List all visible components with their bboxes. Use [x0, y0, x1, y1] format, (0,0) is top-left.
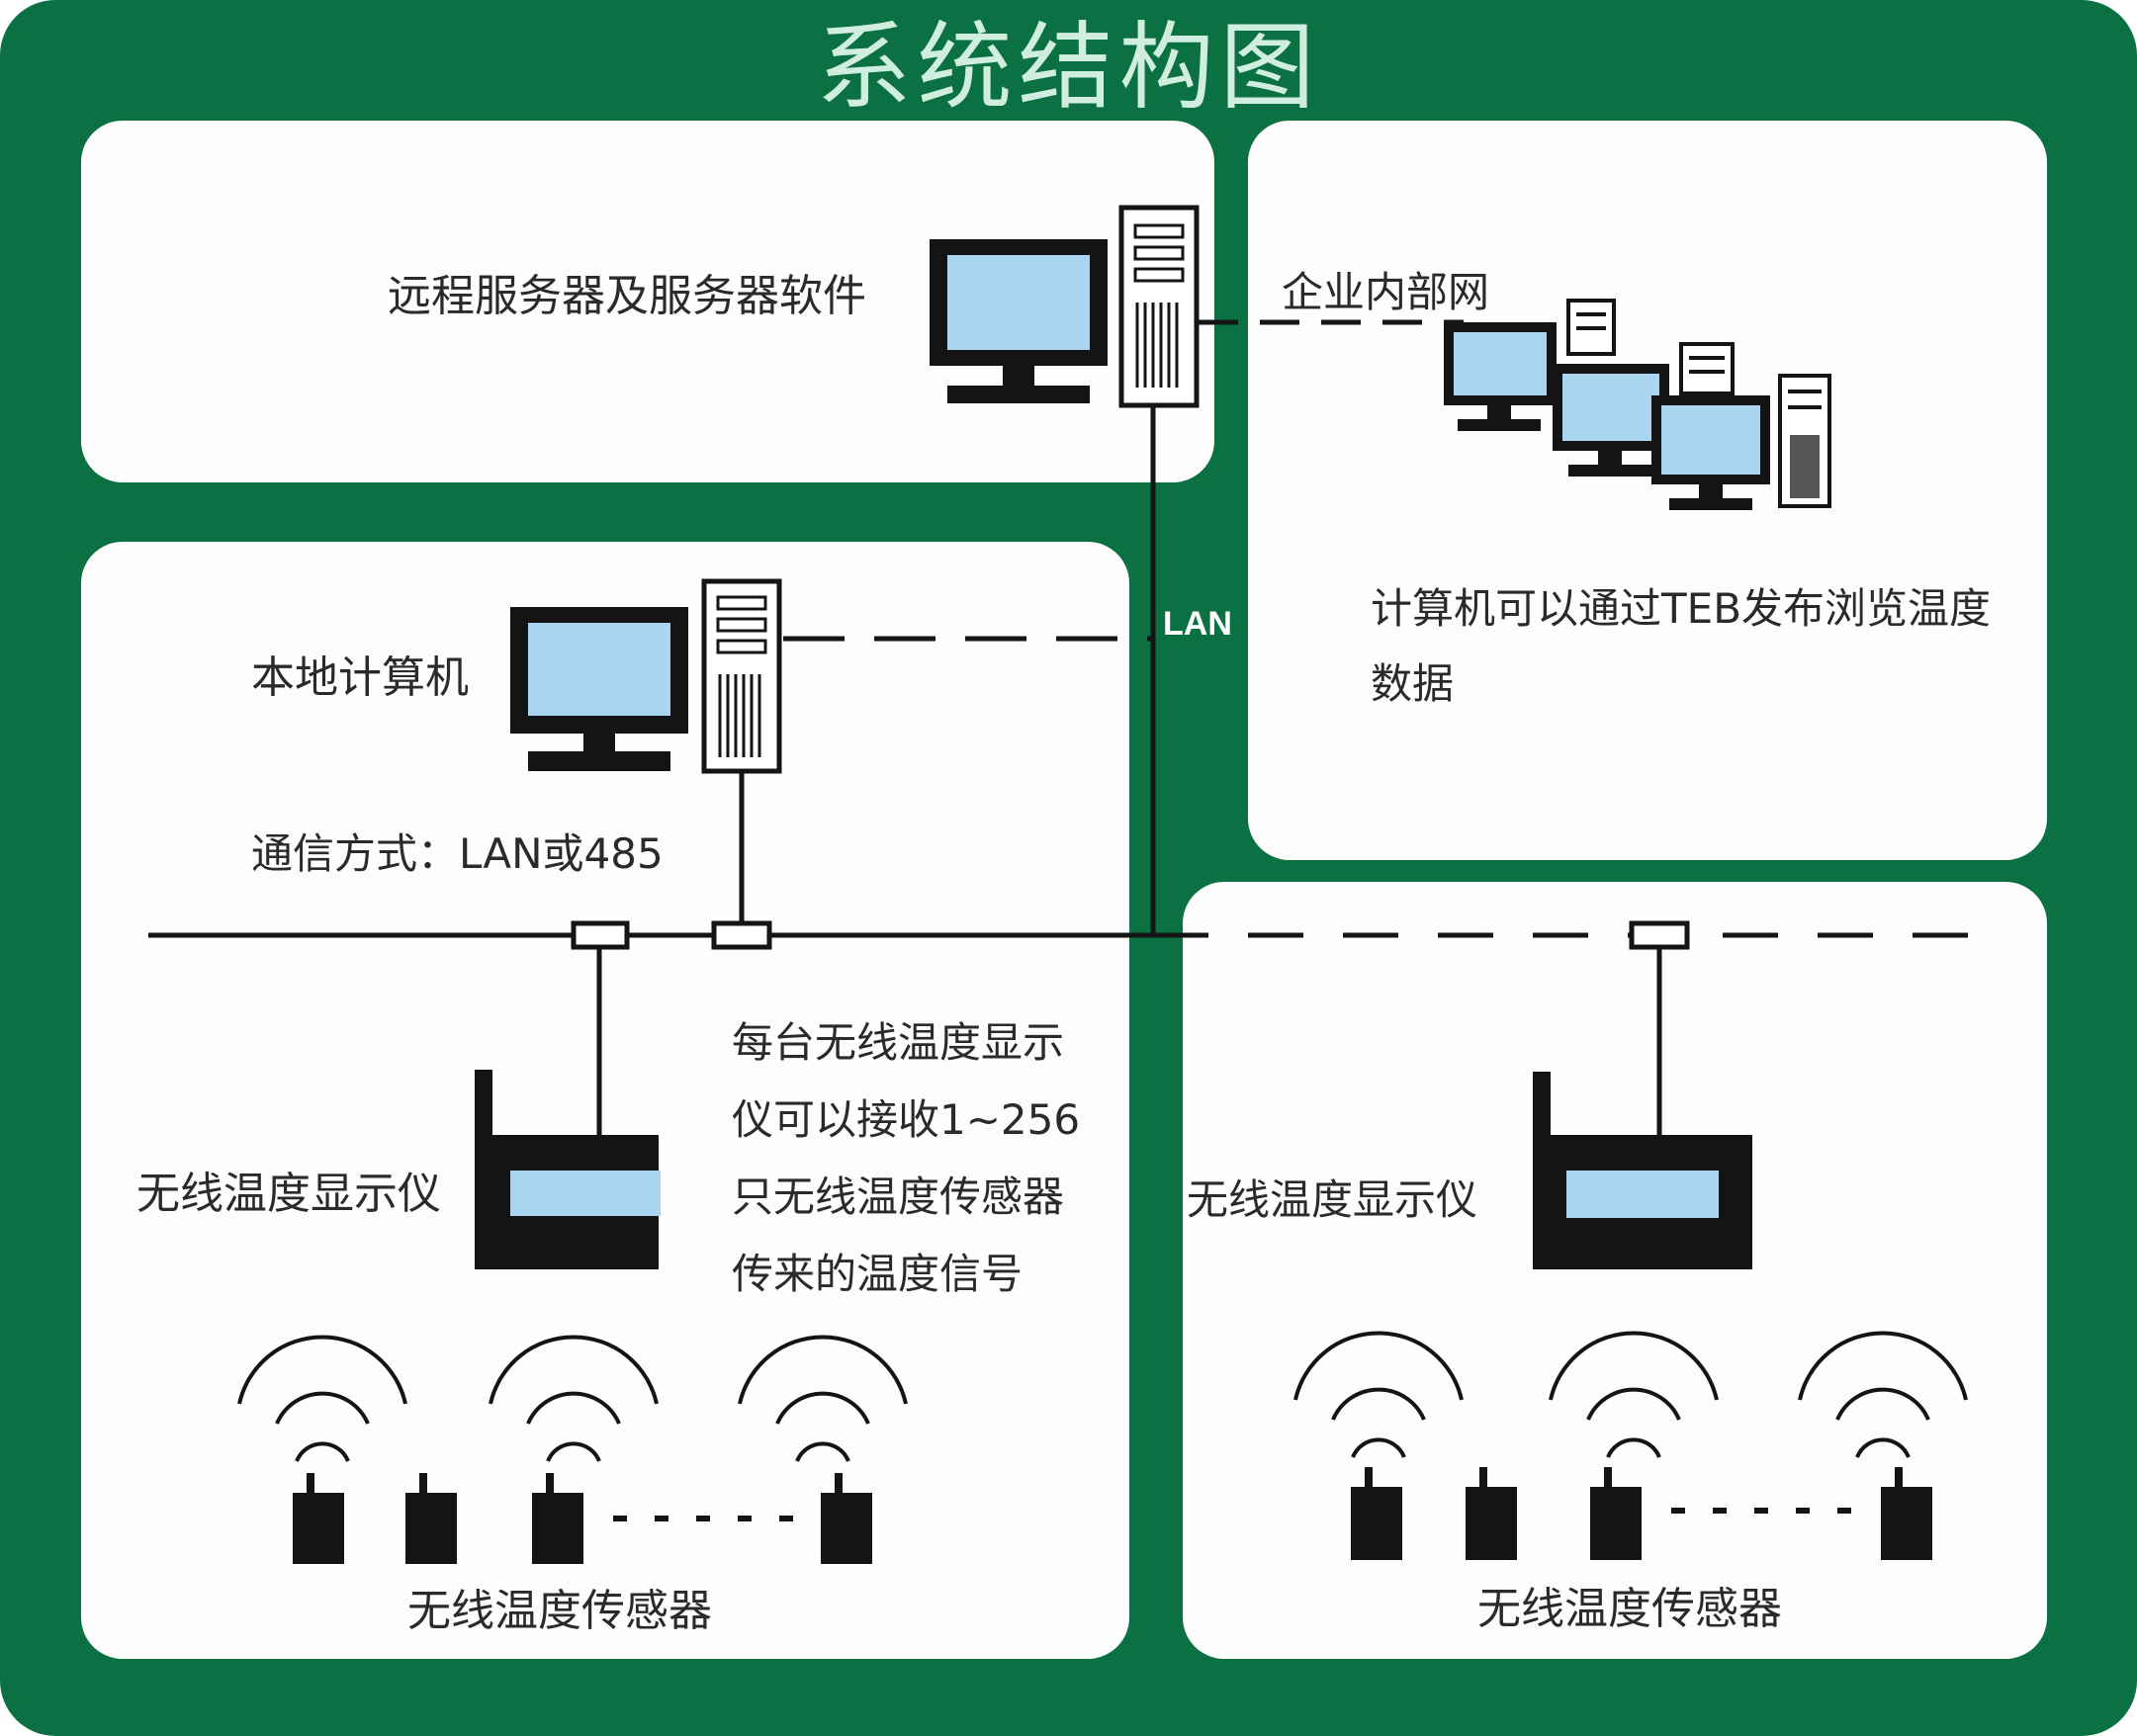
- local-server-tower-icon: [701, 578, 782, 774]
- intranet-computer-icon: [1444, 299, 1616, 431]
- remote-monitor-icon: [930, 239, 1108, 403]
- display-right-icon: [1533, 1072, 1752, 1269]
- label-sensors-right: 无线温度传感器: [1477, 1584, 1782, 1634]
- sensor-icon: [1466, 1487, 1517, 1560]
- bus-connector: [1629, 920, 1690, 950]
- display-left-icon: [475, 1070, 661, 1269]
- connection-lines: [148, 319, 1968, 1137]
- intranet-computer-icon: [1553, 342, 1735, 477]
- label-browse-note: 计算机可以通过TEB发布浏览温度数据: [1371, 584, 1992, 708]
- label-display-right: 无线温度显示仪: [1187, 1175, 1478, 1224]
- sensor-icon: [293, 1493, 344, 1564]
- label-comm-mode: 通信方式：LAN或485: [251, 829, 664, 878]
- intranet-computer-icon: [1651, 374, 1831, 510]
- label-local-computer: 本地计算机: [251, 652, 469, 703]
- label-sensors-left: 无线温度传感器: [407, 1586, 712, 1636]
- label-remote-server: 远程服务器及服务器软件: [388, 271, 866, 321]
- local-monitor-icon: [510, 607, 688, 771]
- label-display-note: 每台无线温度显示仪可以接收1~256只无线温度传感器传来的温度信号: [732, 1018, 1081, 1298]
- sensor-icon: [1881, 1487, 1932, 1560]
- diagram-title: 系统结构图: [816, 12, 1321, 123]
- remote-server-tower-icon: [1118, 205, 1200, 408]
- label-lan: LAN: [1159, 605, 1236, 644]
- label-display-left: 无线温度显示仪: [136, 1169, 441, 1219]
- label-intranet: 企业内部网: [1282, 268, 1490, 316]
- bus-connectors: [571, 920, 1690, 950]
- bus-connector: [571, 920, 630, 950]
- sensor-icon: [1351, 1487, 1402, 1560]
- panel-intranet: [1248, 121, 2047, 860]
- sensor-icon: [1590, 1487, 1642, 1560]
- sensor-icon: [405, 1493, 457, 1564]
- sensor-icon: [532, 1493, 583, 1564]
- sensor-icon: [821, 1493, 872, 1564]
- signal-waves: [237, 1331, 1968, 1462]
- sensors-right: [1351, 1467, 1932, 1560]
- bus-connector: [711, 920, 772, 950]
- sensors-left: [293, 1473, 872, 1564]
